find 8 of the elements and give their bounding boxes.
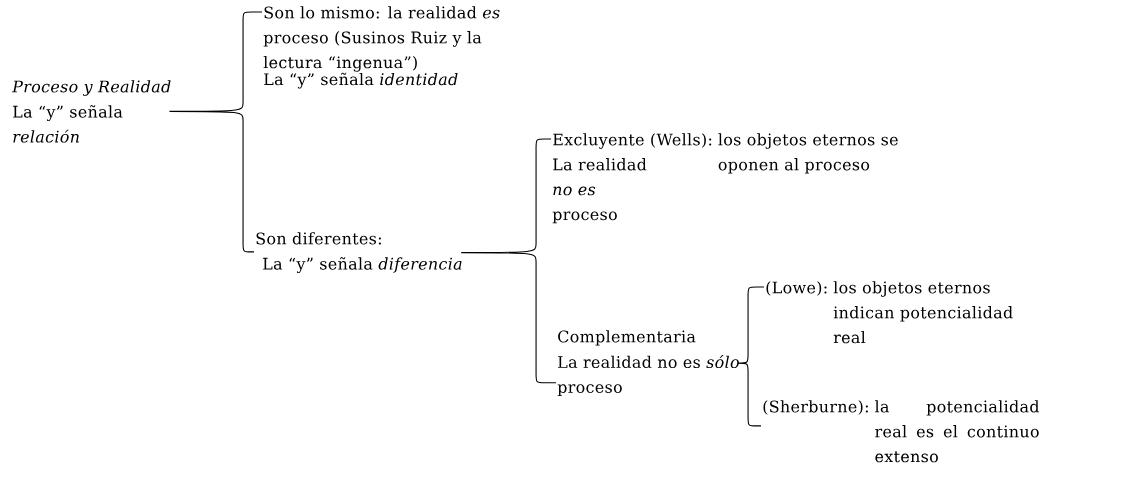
curly-brace (460, 138, 557, 384)
branch-text: Complementaria La realidad no es sólo proceso (557, 330, 739, 397)
branch-text: Proceso y Realidad La “y” señala relación (11, 80, 171, 143)
branch-text: Excluyente (Wells): La realidad no es proceso los objetos eternos se oponen al proceso (552, 133, 898, 224)
branch-text: (Sherburne): la potencialidad real es el continuo extenso (763, 400, 1040, 463)
branch-text: Son diferentes: La “y” señala diferencia (256, 232, 462, 274)
branch-text: (Lowe): los objetos eternos indican potencialidad real (766, 281, 1013, 344)
branch-text: Son lo mismo: la realidad es proceso (Susinos Ruiz y la lectura “ingenua”) La “y” señala identidad (263, 6, 500, 89)
